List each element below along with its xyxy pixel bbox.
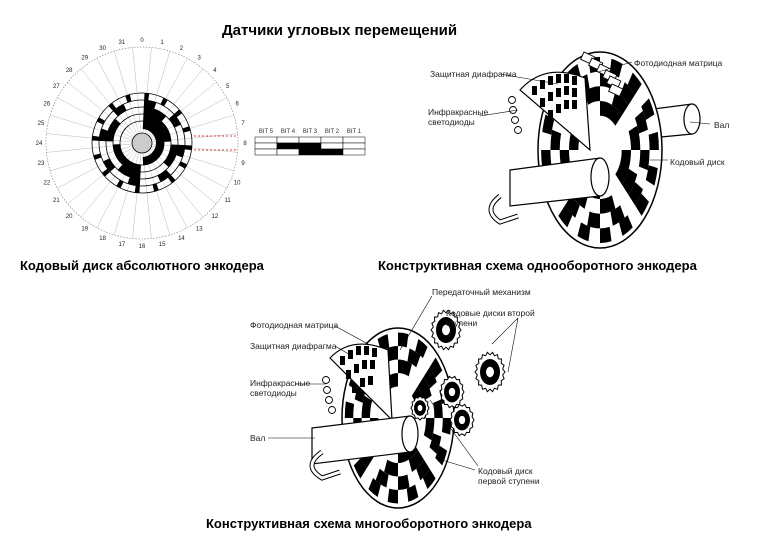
label-mt-code-disk-first-level: Кодовый диск первой ступени: [478, 466, 540, 486]
sector-number: 17: [119, 242, 126, 248]
label-gear-mechanism: Передаточный механизм: [432, 287, 531, 297]
page-title: Датчики угловых перемещений: [222, 22, 458, 39]
sector-number: 4: [213, 68, 217, 74]
sector-number: 28: [66, 68, 73, 74]
sector-number: 31: [119, 40, 126, 46]
sector-number: 24: [36, 141, 43, 147]
label-shaft: Вал: [714, 120, 730, 130]
sector-number: 15: [159, 242, 166, 248]
bit-readout-bar: BIT 5 BIT 4 BIT 3 BIT 2 BIT 1: [254, 129, 366, 156]
sector-number: 0: [140, 38, 144, 44]
label-protective-diaphragm: Защитная диафрагма: [430, 69, 517, 79]
bit-label: BIT 5: [259, 129, 274, 135]
sector-number: 21: [53, 198, 60, 204]
sector-number: 13: [196, 227, 203, 233]
sector-number: 20: [66, 214, 73, 220]
caption-multi-turn: Конструктивная схема многооборотного энк…: [206, 516, 532, 531]
sector-number: 16: [139, 244, 146, 250]
sector-number: 7: [241, 121, 245, 127]
label-code-disks-second-level: Кодовые диски второй ступени: [446, 308, 535, 328]
sector-number: 30: [99, 46, 106, 52]
label-mt-protective-diaphragm: Защитная диафрагма: [250, 341, 337, 351]
sector-number: 23: [38, 161, 45, 167]
sector-number: 11: [225, 198, 232, 204]
sector-number: 3: [198, 55, 202, 61]
sector-number: 18: [99, 236, 106, 242]
bit-label: BIT 4: [281, 129, 296, 135]
sector-number: 26: [43, 102, 50, 108]
label-mt-photodiode-matrix: Фотодиодная матрица: [250, 320, 339, 330]
sector-number: 22: [43, 180, 50, 186]
sector-number: 2: [180, 46, 184, 52]
sector-number: 8: [243, 141, 247, 147]
sector-number: 5: [226, 84, 230, 90]
sector-number: 29: [81, 55, 88, 61]
label-mt-ir-leds: Инфракрасные светодиоды: [250, 378, 311, 398]
bit-label: BIT 3: [303, 129, 318, 135]
caption-single-turn: Конструктивная схема однооборотного энко…: [378, 258, 697, 273]
label-ir-leds: Инфракрасные светодиоды: [428, 107, 489, 127]
label-mt-shaft: Вал: [250, 433, 266, 443]
sector-number: 27: [53, 84, 60, 90]
multi-turn-encoder-drawing: [268, 295, 519, 509]
single-turn-encoder-drawing: [479, 51, 711, 249]
bit-label: BIT 1: [347, 129, 362, 135]
sector-number: 25: [38, 121, 45, 127]
caption-absolute-disk: Кодовый диск абсолютного энкодера: [20, 258, 264, 273]
sector-number: 19: [81, 227, 88, 233]
sector-number: 12: [211, 214, 218, 220]
sector-number: 9: [241, 161, 245, 167]
sector-number: 14: [178, 236, 185, 242]
sector-number: 6: [235, 102, 239, 108]
label-photodiode-matrix: Фотодиодная матрица: [634, 58, 723, 68]
bit-label: BIT 2: [325, 129, 340, 135]
label-code-disk: Кодовый диск: [670, 157, 725, 167]
sector-number: 10: [234, 180, 241, 186]
sector-number: 1: [160, 40, 164, 46]
